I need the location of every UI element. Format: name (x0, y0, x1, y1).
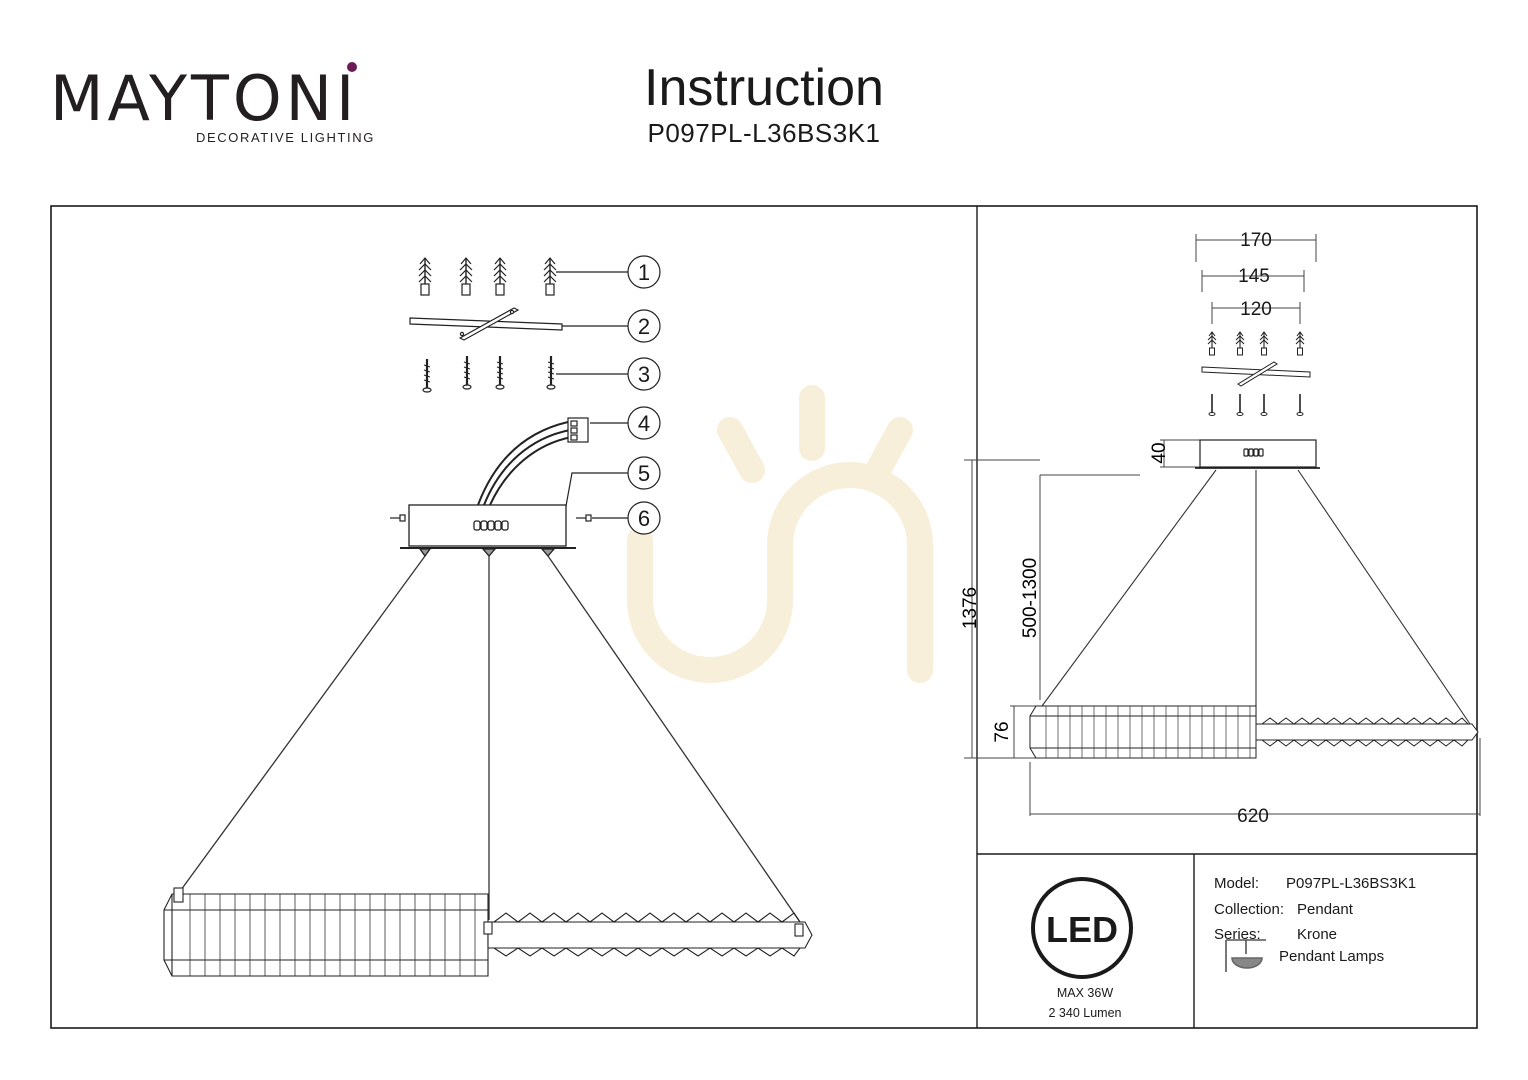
small-wires (1041, 469, 1471, 725)
led-badge (1031, 877, 1133, 979)
dim-500-1300: 500-1300 (1020, 558, 1041, 638)
callout-3: 3 (638, 362, 650, 387)
small-lamp-body (1029, 705, 1479, 759)
page-title: Instruction (644, 59, 884, 117)
callout-1: 1 (638, 260, 650, 285)
small-bracket (1201, 361, 1311, 387)
dim-145: 145 (1238, 266, 1270, 287)
luminous-flux: 2 340 Lumen (1048, 1006, 1122, 1020)
crystal-facets (189, 894, 476, 976)
spec-type-value: Pendant Lamps (1279, 948, 1385, 965)
dimension-lines (964, 234, 1481, 816)
mounting-bracket-item-2 (409, 307, 563, 341)
max-power: MAX 36W (1056, 986, 1114, 1000)
dim-120: 120 (1240, 299, 1272, 320)
lamp-body-crystal-bar (483, 912, 813, 957)
brand-logo-dot (347, 62, 357, 72)
suspension-wires (177, 555, 801, 923)
led-badge-text: LED (1046, 909, 1118, 950)
brand-logo: MAYTONI (50, 62, 359, 135)
spec-series-value: Krone (1297, 926, 1338, 943)
dim-40: 40 (1149, 442, 1170, 463)
model-code: P097PL-L36BS3K1 (647, 118, 881, 148)
side-screws-item-6 (390, 514, 592, 522)
dim-620: 620 (1237, 806, 1269, 827)
dim-1376: 1376 (960, 587, 981, 629)
dim-170: 170 (1240, 230, 1272, 251)
terminal-connector-item-4 (567, 417, 589, 443)
spec-collection-value: Pendant (1297, 901, 1353, 918)
spec-model-value: P097PL-L36BS3K1 (1286, 875, 1417, 892)
spec-model-label: Model: (1214, 875, 1260, 892)
callout-2: 2 (638, 314, 650, 339)
callouts (556, 255, 661, 535)
dim-76: 76 (992, 721, 1013, 742)
drawing-frame (50, 205, 1478, 1029)
small-canopy (1195, 439, 1320, 469)
power-cables (477, 421, 573, 506)
small-anchors (1207, 331, 1305, 356)
small-lamp-facets (1045, 706, 1251, 758)
lamp-body-crystal-block (163, 893, 489, 977)
watermark-logo (627, 385, 933, 683)
pendant-lamp-icon (1225, 939, 1266, 972)
anchors-item-1 (418, 257, 557, 296)
callout-6: 6 (638, 506, 650, 531)
spec-collection-label: Collection: (1214, 901, 1285, 918)
callout-4: 4 (638, 411, 650, 436)
screws-item-3 (421, 354, 557, 394)
canopy-item-5 (400, 504, 576, 558)
small-screws (1208, 393, 1304, 417)
brand-tagline: DECORATIVE LIGHTING (196, 130, 375, 145)
spec-series-label: Series: (1214, 926, 1261, 943)
callout-5: 5 (638, 461, 650, 486)
